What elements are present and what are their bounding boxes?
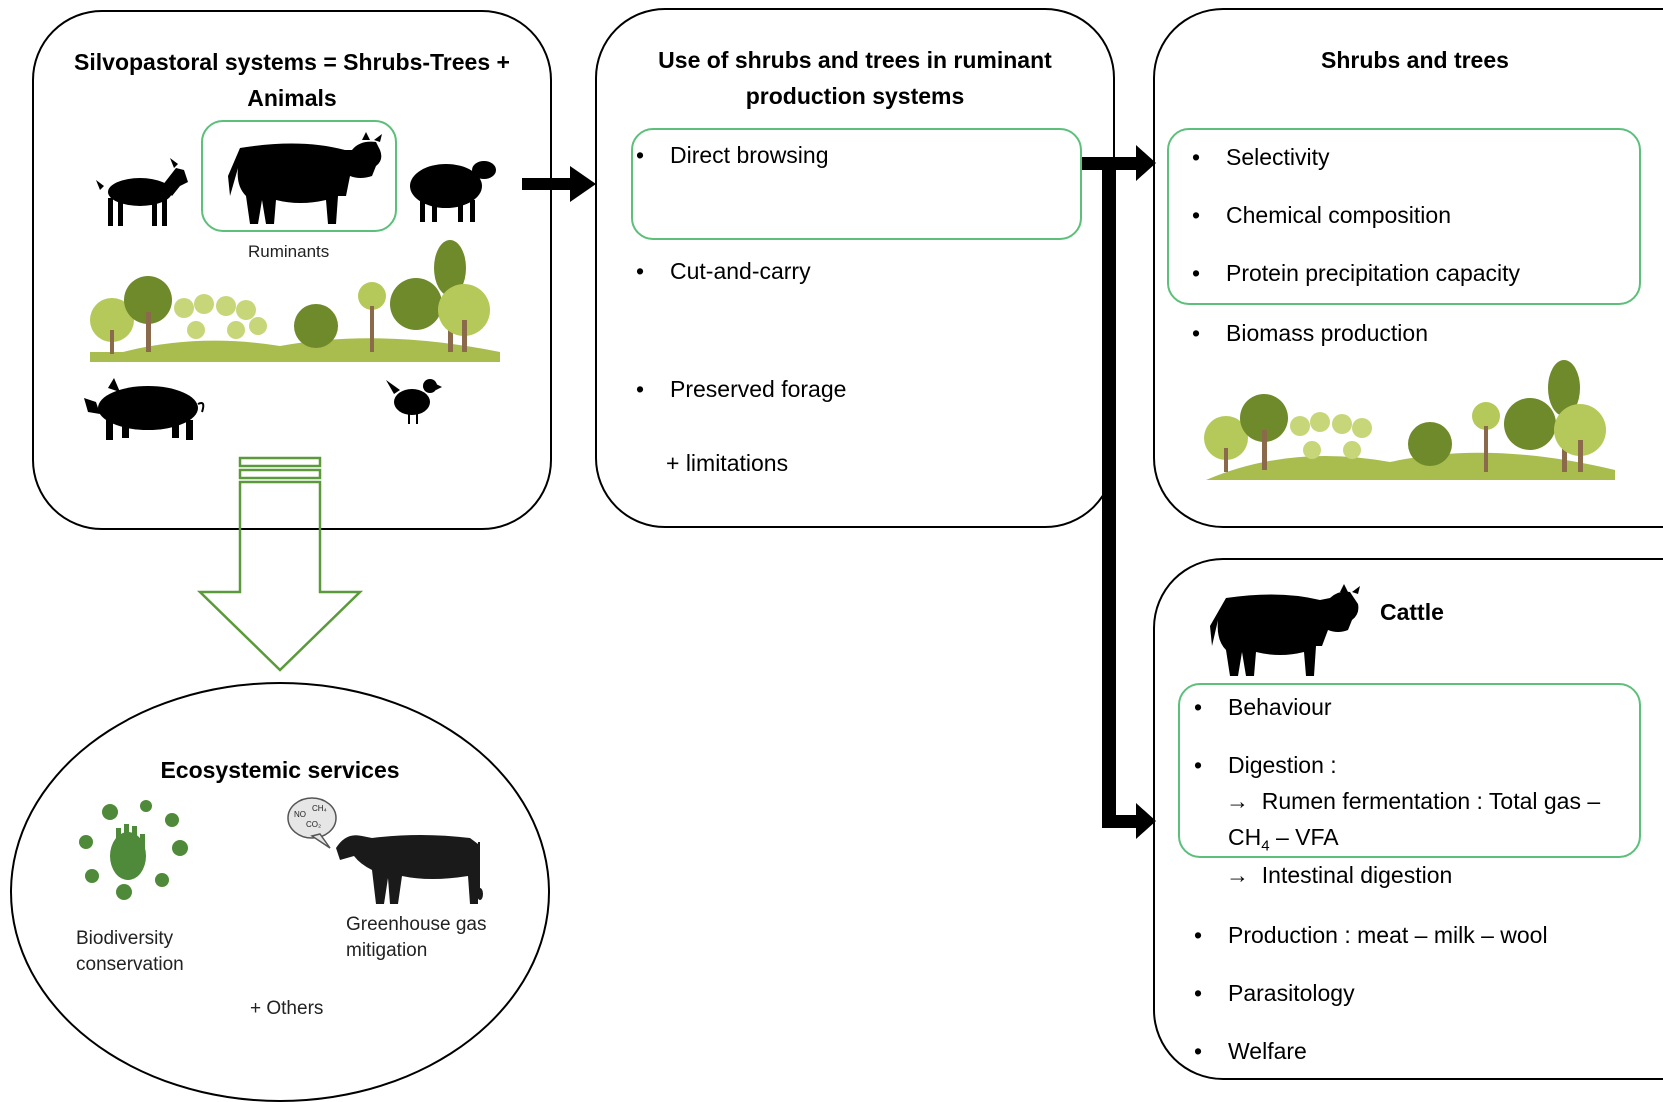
cattle-traits-highlight [1178,683,1641,858]
use-title-line1: Use of shrubs and trees in ruminant [658,47,1052,73]
bubble-no: NO [294,810,306,819]
cattle-item-rumen: → Rumen fermentation : Total gas – [1226,788,1601,814]
use-item-cut-and-carry: •Cut-and-carry [636,258,811,284]
shrubs-item-chemical: •Chemical composition [1192,202,1451,228]
use-item-preserved-forage: •Preserved forage [636,376,847,402]
goat-icon [96,158,188,226]
ghg-label-line1: Greenhouse gas [346,914,487,935]
others-label: + Others [250,998,324,1019]
shrubs-item-protein: •Protein precipitation capacity [1192,260,1521,286]
biodiversity-icon [79,800,188,900]
eco-title: Ecosystemic services [160,757,400,783]
direct-browsing-highlight [631,128,1082,240]
cow-silhouette-icon [336,835,483,904]
shrubs-title: Shrubs and trees [1321,47,1509,73]
trees-illustration-right [1204,360,1615,480]
use-item-direct-browsing: •Direct browsing [636,142,829,168]
cattle-cow-icon [1210,584,1360,676]
ruminants-highlight [201,120,397,232]
biodiversity-label-line2: conservation [76,954,184,975]
ghg-label-line2: mitigation [346,940,428,961]
speech-bubble-icon [287,797,337,849]
down-arrow-to-eco [196,456,364,672]
sheep-icon [410,161,496,222]
bubble-co2: CO₂ [306,820,322,829]
shrubs-item-selectivity: •Selectivity [1192,144,1330,170]
silvo-title-line2: Animals [247,85,337,111]
use-limitations-note: + limitations [666,450,789,476]
bubble-ch4: CH₄ [312,804,327,813]
cattle-title: Cattle [1380,599,1444,625]
shrubs-item-biomass: •Biomass production [1192,320,1428,346]
cow-icon [228,132,382,224]
cattle-item-digestion: •Digestion : [1194,752,1337,778]
cattle-item-behaviour: •Behaviour [1194,694,1332,720]
silvo-title-line1: Silvopastoral systems = Shrubs-Trees + [74,49,510,75]
biodiversity-label-line1: Biodiversity [76,928,174,949]
shrubs-traits-highlight [1167,128,1641,305]
cattle-item-intestinal: → Intestinal digestion [1226,862,1453,888]
arrow-silvo-to-use [522,166,596,202]
use-title-line2: production systems [745,83,965,109]
arrow-use-to-cattle [1102,163,1156,839]
cattle-item-parasitology: •Parasitology [1194,980,1355,1006]
cattle-item-rumen-cont: CH4 – VFA [1228,824,1339,855]
pig-icon [84,378,205,440]
cattle-item-welfare: •Welfare [1194,1038,1307,1064]
trees-illustration-left [90,240,500,362]
chicken-icon [386,379,442,424]
ruminants-label: Ruminants [248,242,330,261]
use-box [595,8,1115,528]
arrow-use-to-shrubs [1082,145,1156,181]
cattle-item-production: •Production : meat – milk – wool [1194,922,1548,948]
